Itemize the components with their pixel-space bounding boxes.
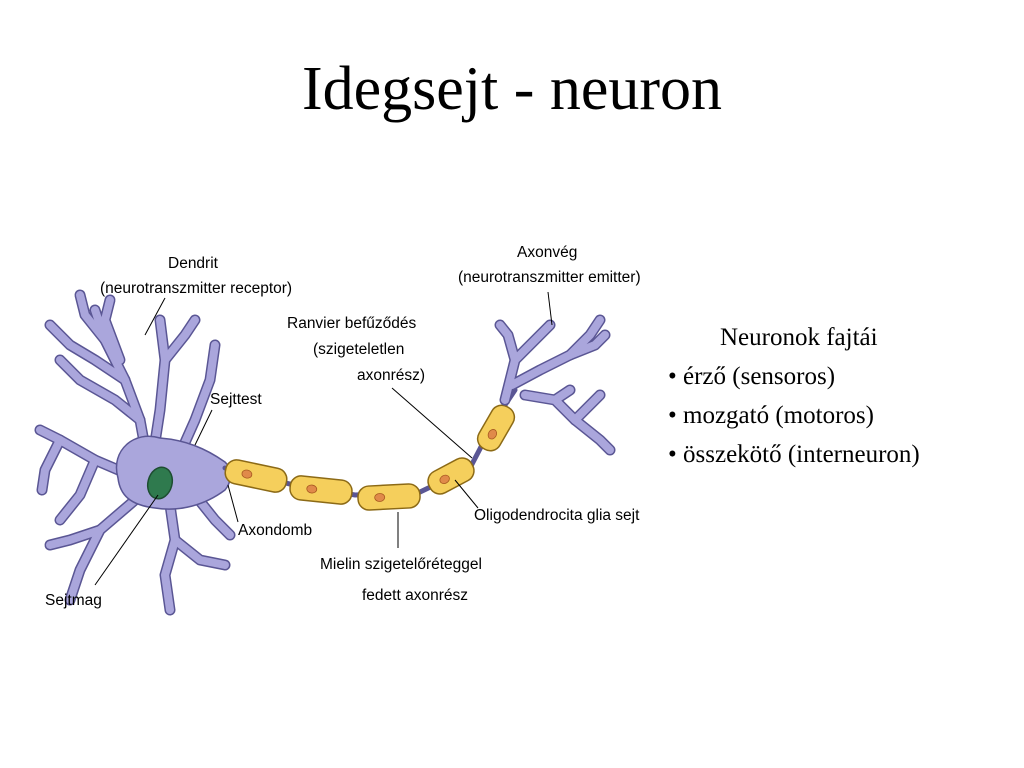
leader-sejttest (194, 409, 213, 446)
label-dendrit-desc: (neurotranszmitter receptor) (100, 280, 292, 297)
soma-shape (115, 435, 231, 510)
label-sejtmag: Sejtmag (45, 592, 102, 609)
myelin-segment (357, 483, 421, 511)
dendrite-branches (34, 289, 236, 616)
label-dendrit: Dendrit (168, 255, 219, 272)
myelin-segment (476, 404, 516, 452)
leader-sejtmag (94, 494, 159, 586)
label-ranvier: Ranvier befűződés (287, 315, 416, 332)
schwann-nucleus-dot (241, 469, 253, 479)
diagram-labels: Dendrit (neurotranszmitter receptor) Axo… (45, 244, 641, 609)
slide-title: Idegsejt - neuron (301, 55, 723, 123)
schwann-nucleus-dot (439, 474, 450, 485)
neuron-types-items: érző (sensoros) mozgató (motoros) összek… (660, 357, 1020, 474)
myelin-segment (289, 475, 353, 505)
myelinated-axon (222, 387, 518, 511)
leader-oligodendrocita (454, 479, 479, 509)
neuron-type-item: érző (sensoros) (660, 357, 1020, 396)
schwann-nucleus-dot (306, 484, 318, 494)
label-axonveg-desc: (neurotranszmitter emitter) (458, 269, 641, 286)
label-axonveg: Axonvég (517, 244, 577, 261)
neuron-cell-body (34, 289, 236, 616)
label-leader-lines (94, 291, 553, 586)
myelin-segment (224, 459, 288, 493)
label-mielin: Mielin szigetelőréteggel (320, 556, 482, 573)
label-ranvier-desc-1: (szigeteletlen (313, 341, 404, 358)
neuron-type-item: mozgató (motoros) (660, 396, 1020, 435)
neuron-types-heading: Neuronok fajtái (720, 324, 878, 351)
label-ranvier-desc-2: axonrész) (357, 367, 425, 384)
label-sejttest: Sejttest (210, 391, 262, 408)
leader-ranvier (391, 387, 473, 459)
axon-terminal-branches (494, 314, 616, 456)
neuron-type-item: összekötő (interneuron) (660, 435, 1020, 474)
leader-axondomb (227, 484, 239, 523)
leader-axonveg (547, 291, 553, 326)
label-mielin-desc: fedett axonrész (362, 587, 468, 604)
label-axondomb: Axondomb (238, 522, 312, 539)
myelin-segment (427, 457, 475, 495)
schwann-nucleus-dot (487, 429, 498, 440)
myelin-segments (224, 404, 516, 511)
label-oligodendrocita: Oligodendrocita glia sejt (474, 507, 640, 524)
leader-dendrit (144, 297, 166, 336)
neuron-types-list: Neuronok fajtái érző (sensoros) mozgató … (660, 318, 1020, 474)
schwann-nucleus-dot (374, 493, 386, 502)
